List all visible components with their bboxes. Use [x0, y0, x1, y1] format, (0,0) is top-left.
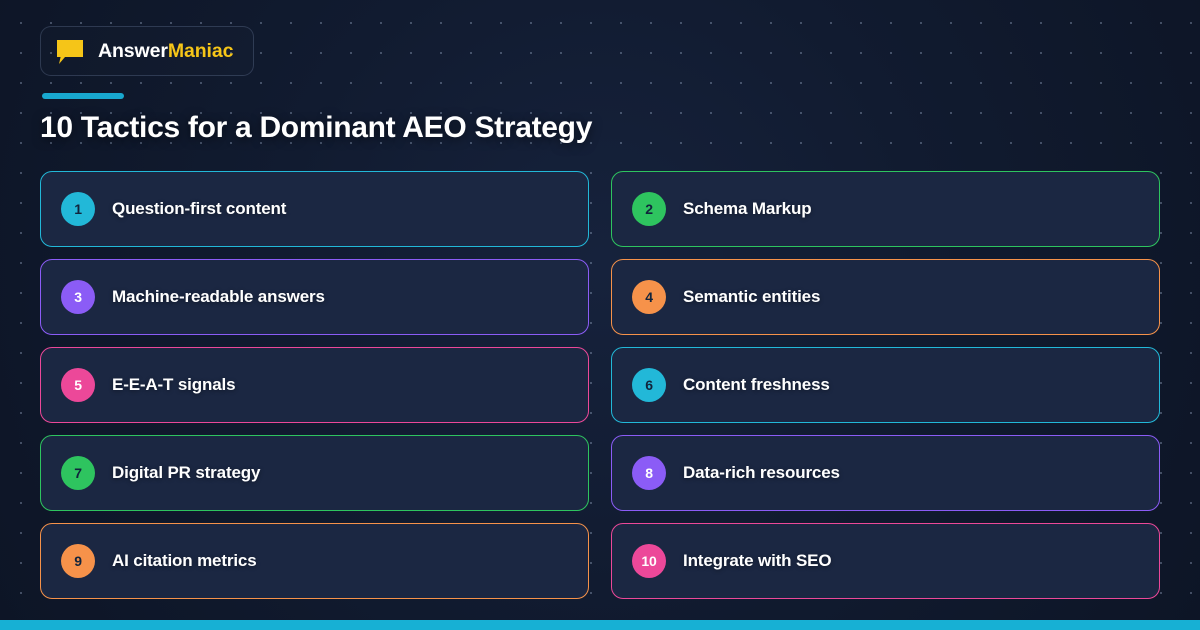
tactic-card[interactable]: 4 Semantic entities [611, 259, 1160, 335]
bottom-accent-bar [0, 620, 1200, 630]
tactic-card[interactable]: 5 E-E-A-T signals [40, 347, 589, 423]
tactic-card[interactable]: 6 Content freshness [611, 347, 1160, 423]
tactic-card[interactable]: 3 Machine-readable answers [40, 259, 589, 335]
tactic-number-badge: 10 [632, 544, 666, 578]
tactic-label: Question-first content [112, 199, 287, 218]
speech-bubble-icon [55, 38, 85, 64]
brand-name-primary: Answer [98, 39, 168, 62]
tactic-number-badge: 2 [632, 192, 666, 226]
tactic-label: Content freshness [683, 375, 830, 394]
brand-name-accent: Maniac [167, 39, 234, 62]
tactic-number-badge: 4 [632, 280, 666, 314]
tactic-card[interactable]: 10 Integrate with SEO [611, 523, 1160, 599]
tactic-label: E-E-A-T signals [112, 375, 236, 394]
tactic-label: Data-rich resources [683, 463, 840, 482]
tactic-label: Schema Markup [683, 199, 812, 218]
tactic-card[interactable]: 2 Schema Markup [611, 171, 1160, 247]
tactic-number-badge: 1 [61, 192, 95, 226]
tactic-number-badge: 5 [61, 368, 95, 402]
tactic-label: Integrate with SEO [683, 551, 832, 570]
content-area: AnswerManiac 10 Tactics for a Dominant A… [40, 26, 1160, 599]
tactic-number-badge: 6 [632, 368, 666, 402]
tactic-card[interactable]: 7 Digital PR strategy [40, 435, 589, 511]
tactic-number-badge: 7 [61, 456, 95, 490]
tactic-card[interactable]: 8 Data-rich resources [611, 435, 1160, 511]
tactic-card[interactable]: 9 AI citation metrics [40, 523, 589, 599]
tactics-grid: 1 Question-first content 2 Schema Markup 3 Ma… [40, 171, 1160, 599]
tactic-label: AI citation metrics [112, 551, 257, 570]
title-accent-rule [42, 93, 124, 99]
page-title: 10 Tactics for a Dominant AEO Strategy [40, 111, 593, 144]
tactic-label: Machine-readable answers [112, 287, 325, 306]
tactic-label: Semantic entities [683, 287, 821, 306]
brand-logo[interactable]: AnswerManiac [40, 26, 255, 76]
tactic-number-badge: 3 [61, 280, 95, 314]
tactic-number-badge: 9 [61, 544, 95, 578]
tactic-label: Digital PR strategy [112, 463, 261, 482]
brand-name: AnswerManiac [98, 40, 233, 63]
tactic-number-badge: 8 [632, 456, 666, 490]
tactic-card[interactable]: 1 Question-first content [40, 171, 589, 247]
